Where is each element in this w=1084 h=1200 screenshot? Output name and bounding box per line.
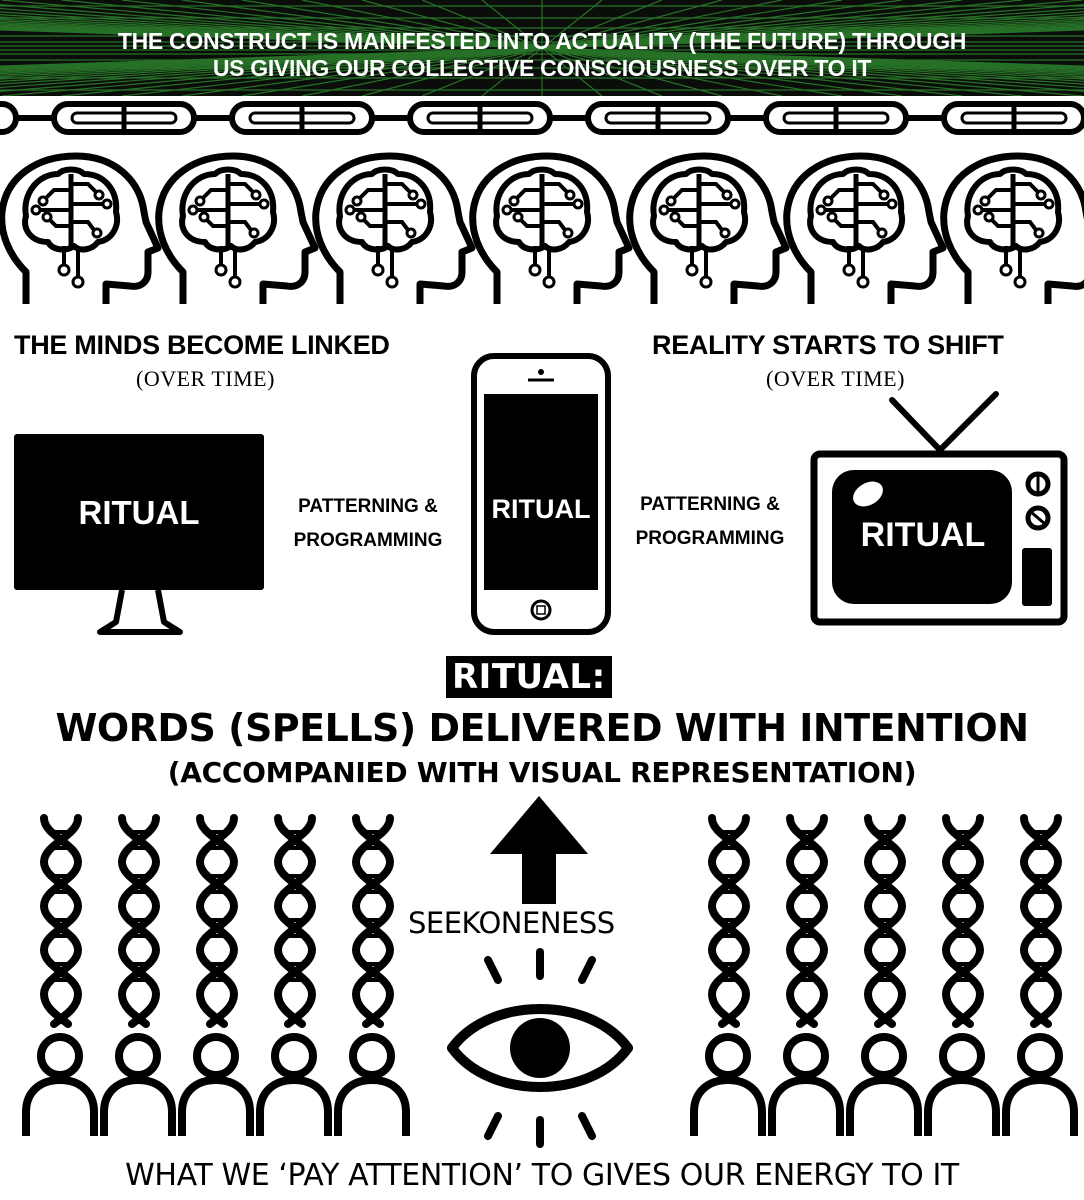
dna-helix-icon: [1024, 818, 1058, 1024]
connector-right: PATTERNING & PROGRAMMING: [620, 488, 800, 556]
ritual-definition-subline: (ACCOMPANIED WITH VISUAL REPRESENTATION): [167, 756, 917, 789]
television-icon: [810, 391, 1068, 626]
banner-line-1: THE CONSTRUCT IS MANIFESTED INTO ACTUALI…: [117, 28, 967, 54]
dna-helix-icon: [356, 818, 390, 1024]
banner-line-2: US GIVING OUR COLLECTIVE CONSCIOUSNESS O…: [212, 55, 872, 81]
reality-shift-subtitle: (OVER TIME): [766, 366, 905, 391]
person-icon: [850, 1037, 918, 1136]
person-icon: [338, 1037, 406, 1136]
brain-head-icon: [159, 156, 315, 304]
dna-helix-icon: [868, 818, 902, 1024]
smartphone-icon: [471, 353, 611, 635]
brain-head-icon: [630, 156, 786, 304]
minds-linked-title: THE MINDS BECOME LINKED: [14, 330, 390, 360]
person-icon: [772, 1037, 840, 1136]
eye-icon: [447, 948, 633, 1148]
dna-helix-icon: [790, 818, 824, 1024]
seekoneness-label: SEEKONENESS: [408, 906, 615, 940]
heads-row: [0, 148, 1084, 330]
connector-right-line-2: PROGRAMMING: [635, 528, 785, 549]
brain-head-icon: [944, 156, 1084, 304]
person-icon: [928, 1037, 996, 1136]
header-banner: THE CONSTRUCT IS MANIFESTED INTO ACTUALI…: [0, 0, 1084, 96]
chain-row: [0, 101, 1084, 135]
dna-helix-icon: [44, 818, 78, 1024]
person-icon: [26, 1037, 94, 1136]
person-icon: [1006, 1037, 1074, 1136]
dna-helix-icon: [278, 818, 312, 1024]
footer-caption: WHAT WE ‘PAY ATTENTION’ TO GIVES OUR ENE…: [125, 1158, 959, 1193]
grid-background: [0, 0, 1084, 96]
brain-head-icon: [473, 156, 629, 304]
connector-left-line-1: PATTERNING &: [298, 496, 438, 517]
person-icon: [694, 1037, 762, 1136]
brain-head-icon: [2, 156, 158, 304]
dna-helix-icon: [122, 818, 156, 1024]
connector-left: PATTERNING & PROGRAMMING: [278, 490, 458, 558]
people-groups: [0, 814, 1084, 1154]
connector-left-line-2: PROGRAMMING: [293, 530, 443, 551]
reality-shift-title: REALITY STARTS TO SHIFT: [652, 330, 1004, 360]
ritual-definition-headline: WORDS (SPELLS) DELIVERED WITH INTENTION: [55, 706, 1029, 750]
tv-ritual-label: RITUAL: [860, 516, 986, 554]
minds-linked-subtitle: (OVER TIME): [136, 366, 275, 391]
dna-helix-icon: [712, 818, 746, 1024]
person-icon: [104, 1037, 172, 1136]
ritual-definition-tag: RITUAL:: [446, 656, 612, 698]
phone-ritual-label: RITUAL: [491, 494, 591, 524]
brain-head-icon: [316, 156, 472, 304]
dna-helix-icon: [946, 818, 980, 1024]
person-icon: [260, 1037, 328, 1136]
monitor-stand-icon: [97, 589, 183, 635]
computer-monitor: RITUAL: [14, 434, 264, 590]
brain-head-icon: [787, 156, 943, 304]
monitor-ritual-label: RITUAL: [78, 494, 200, 531]
up-arrow-icon: [490, 796, 588, 904]
connector-right-line-1: PATTERNING &: [640, 494, 780, 515]
dna-helix-icon: [200, 818, 234, 1024]
person-icon: [182, 1037, 250, 1136]
banner-title: THE CONSTRUCT IS MANIFESTED INTO ACTUALI…: [0, 28, 1084, 82]
